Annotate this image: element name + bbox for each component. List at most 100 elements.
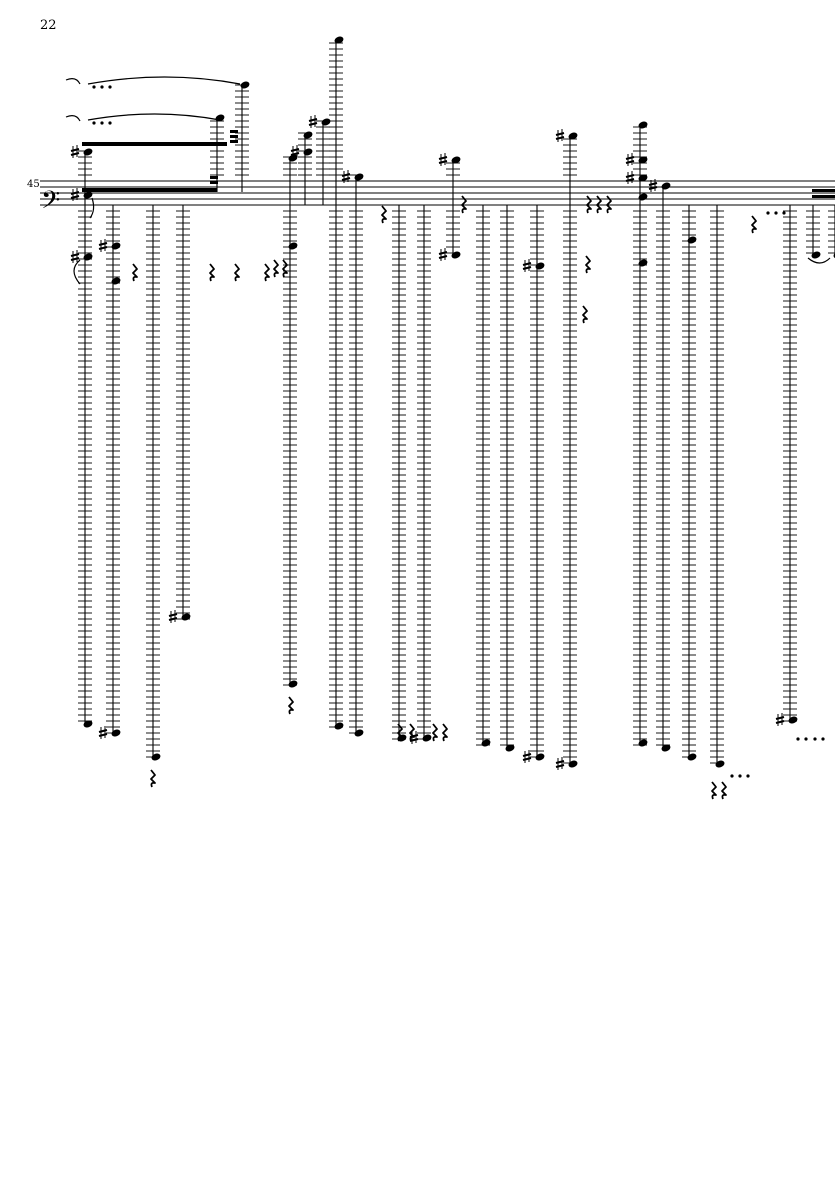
notehead — [638, 193, 648, 201]
beams — [82, 130, 835, 198]
notehead — [568, 760, 578, 768]
augmentation-dot — [782, 211, 786, 215]
quarter-rest-icon — [586, 195, 592, 214]
note-column — [710, 205, 725, 768]
quarter-rest-icon — [288, 696, 294, 715]
notehead — [181, 613, 191, 621]
sharp-icon — [290, 145, 300, 158]
augmentation-dot — [92, 121, 96, 125]
notes-layer — [70, 36, 835, 770]
notehead — [505, 744, 515, 752]
note-column — [775, 205, 798, 726]
notehead — [788, 716, 798, 724]
note-column — [290, 131, 313, 205]
augmentation-dot — [821, 737, 825, 741]
sharp-icon — [308, 115, 318, 128]
notehead — [687, 753, 697, 761]
notehead — [83, 191, 93, 199]
sharp-icon — [522, 259, 532, 272]
augmentation-dot — [92, 85, 96, 89]
notehead — [111, 729, 121, 737]
measure-number: 45 — [27, 179, 40, 190]
notehead — [638, 174, 648, 182]
quarter-rest-icon — [585, 255, 591, 274]
note-column — [168, 205, 191, 623]
sharp-icon — [775, 713, 785, 726]
quarter-rest-icon — [132, 263, 138, 282]
notehead — [422, 734, 432, 742]
notehead — [481, 739, 491, 747]
notehead — [811, 251, 821, 259]
quarter-rest-icon — [397, 723, 403, 742]
notehead — [715, 760, 725, 768]
notehead — [687, 236, 697, 244]
quarter-rest-icon — [381, 205, 387, 224]
notehead — [83, 253, 93, 261]
notehead — [83, 148, 93, 156]
notehead — [535, 262, 545, 270]
quarter-rest-icon — [273, 259, 279, 278]
note-column — [146, 205, 161, 761]
notehead — [215, 114, 225, 122]
augmentation-dot — [746, 774, 750, 778]
note-column — [682, 205, 697, 761]
notehead — [661, 744, 671, 752]
note-column — [828, 205, 835, 259]
staff-lines — [40, 180, 835, 206]
augmentation-dot — [813, 737, 817, 741]
notehead — [334, 36, 344, 44]
sharp-icon — [168, 610, 178, 623]
quarter-rest-icon — [282, 259, 288, 278]
dots-layer — [92, 85, 825, 778]
notehead — [638, 739, 648, 747]
notehead — [288, 680, 298, 688]
quarter-rest-icon — [442, 723, 448, 742]
sharp-icon — [625, 171, 635, 184]
augmentation-dot — [108, 121, 112, 125]
augmentation-dot — [100, 85, 104, 89]
sharp-icon — [555, 129, 565, 142]
notehead — [111, 277, 121, 285]
notehead — [354, 173, 364, 181]
note-column — [341, 170, 364, 737]
sharp-icon — [522, 750, 532, 763]
notehead — [321, 118, 331, 126]
notehead — [451, 156, 461, 164]
notehead — [240, 81, 250, 89]
quarter-rest-icon — [150, 769, 156, 788]
notehead — [568, 132, 578, 140]
sharp-icon — [555, 757, 565, 770]
note-column — [625, 121, 648, 747]
notehead — [288, 242, 298, 250]
sharp-icon — [648, 179, 658, 192]
note-column — [500, 205, 515, 752]
quarter-rest-icon — [264, 263, 270, 282]
notehead — [451, 251, 461, 259]
notehead — [354, 729, 364, 737]
augmentation-dot — [108, 85, 112, 89]
augmentation-dot — [766, 211, 770, 215]
quarter-rest-icon — [606, 195, 612, 214]
note-column — [70, 145, 93, 728]
notehead — [111, 242, 121, 250]
rests-layer — [132, 195, 757, 800]
note-column — [409, 205, 432, 744]
augmentation-dot — [730, 774, 734, 778]
sharp-icon — [98, 726, 108, 739]
sharp-icon — [70, 145, 80, 158]
sharp-icon — [70, 188, 80, 201]
quarter-rest-icon — [409, 723, 415, 742]
note-column — [438, 153, 461, 261]
quarter-rest-icon — [432, 723, 438, 742]
sharp-icon — [438, 248, 448, 261]
note-column — [648, 179, 671, 752]
bass-clef: 𝄢 — [41, 186, 61, 221]
note-column — [308, 115, 331, 205]
notehead — [83, 720, 93, 728]
notehead — [151, 753, 161, 761]
note-column — [476, 205, 491, 747]
sharp-icon — [341, 170, 351, 183]
ties — [65, 76, 831, 285]
note-column — [806, 205, 821, 259]
